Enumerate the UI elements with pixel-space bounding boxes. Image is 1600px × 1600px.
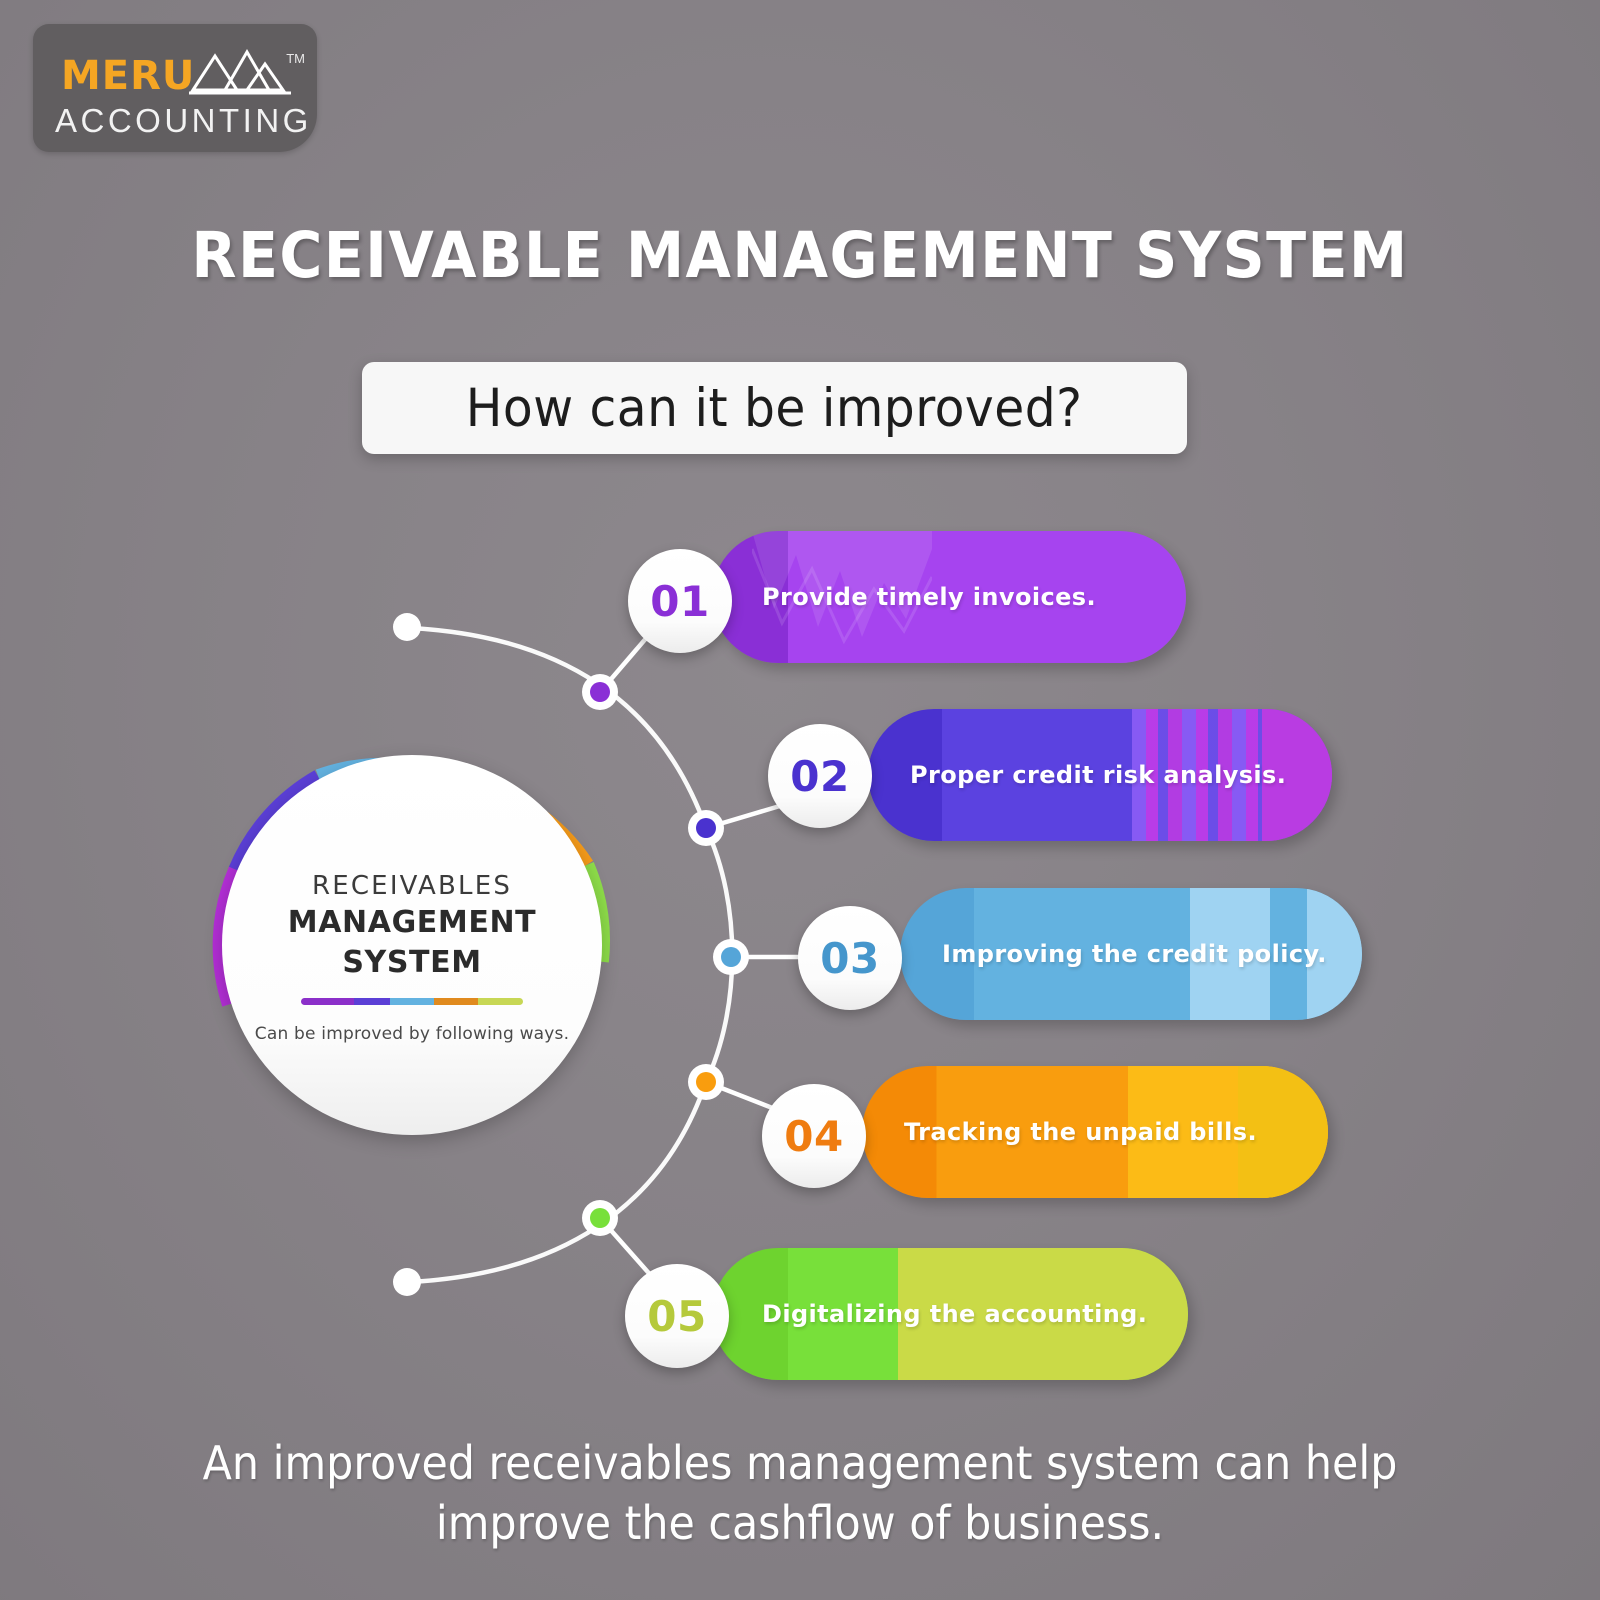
step-number-01[interactable]: 01 — [628, 549, 732, 653]
light-band-decoration — [1190, 888, 1270, 1020]
chart-zigzag-decoration — [752, 531, 932, 645]
step-number-text: 05 — [647, 1291, 707, 1341]
step-number-text: 03 — [820, 933, 880, 983]
hub-divider-bar — [301, 997, 523, 1005]
step-number-04[interactable]: 04 — [762, 1084, 866, 1188]
arc-endpoint-top — [393, 613, 421, 641]
step-number-text: 02 — [790, 751, 850, 801]
logo-inner: MERU TM ACCOUNTING — [33, 24, 317, 152]
step-pill-02[interactable]: Proper credit risk analysis. — [868, 709, 1332, 841]
amber-cap-decoration — [1238, 1066, 1328, 1198]
step-number-05[interactable]: 05 — [625, 1264, 729, 1368]
connector-node-04 — [688, 1064, 724, 1100]
step-label-03: Improving the credit policy. — [942, 940, 1327, 968]
step-pill-03[interactable]: Improving the credit policy. — [900, 888, 1362, 1020]
step-number-text: 01 — [650, 576, 710, 626]
connector-node-03 — [713, 939, 749, 975]
divider-segment — [433, 997, 479, 1005]
divider-segment — [354, 997, 391, 1005]
connector-node-02 — [688, 810, 724, 846]
connector-node-05 — [582, 1200, 618, 1236]
page-title: RECEIVABLE MANAGEMENT SYSTEM — [191, 219, 1409, 292]
pill-fill-01 — [712, 531, 1186, 663]
footer-caption: An improved receivables management syste… — [202, 1436, 1398, 1550]
divider-segment — [390, 997, 434, 1005]
step-label-04: Tracking the unpaid bills. — [904, 1118, 1257, 1146]
hub-circle: RECEIVABLES MANAGEMENT SYSTEM Can be imp… — [212, 745, 612, 1145]
connector-node-01 — [582, 674, 618, 710]
divider-segment — [478, 997, 523, 1005]
pill-cap-02 — [1262, 709, 1332, 841]
subtitle-card: How can it be improved? — [362, 362, 1187, 454]
logo-secondary-text: ACCOUNTING — [55, 102, 312, 139]
hub-title-line2: MANAGEMENT SYSTEM — [287, 904, 537, 981]
hub-title-line1: RECEIVABLES — [311, 871, 513, 901]
step-pill-04[interactable]: Tracking the unpaid bills. — [862, 1066, 1328, 1198]
step-label-01: Provide timely invoices. — [762, 583, 1096, 611]
step-label-02: Proper credit risk analysis. — [910, 761, 1287, 789]
brand-logo[interactable]: MERU TM ACCOUNTING — [33, 24, 317, 152]
pill-fill-03 — [900, 888, 1362, 1020]
step-number-03[interactable]: 03 — [798, 906, 902, 1010]
light-cap-decoration — [1307, 888, 1362, 1020]
arc-endpoint-bottom — [393, 1268, 421, 1296]
subtitle-text: How can it be improved? — [466, 377, 1083, 439]
hub-disc — [222, 755, 602, 1135]
step-pill-01[interactable]: Provide timely invoices. — [712, 531, 1186, 663]
step-label-05: Digitalizing the accounting. — [762, 1300, 1148, 1328]
mountain-icon — [189, 49, 291, 95]
hub-subtext: Can be improved by following ways. — [254, 1023, 570, 1044]
lime-band-decoration — [898, 1248, 1188, 1380]
step-number-02[interactable]: 02 — [768, 724, 872, 828]
step-pill-05[interactable]: Digitalizing the accounting. — [712, 1248, 1188, 1380]
step-number-text: 04 — [784, 1111, 844, 1161]
trademark-symbol: TM — [286, 51, 305, 66]
hub-content: RECEIVABLES MANAGEMENT SYSTEM Can be imp… — [222, 870, 602, 1044]
divider-segment — [301, 997, 355, 1005]
logo-primary-text: MERU — [61, 53, 196, 99]
